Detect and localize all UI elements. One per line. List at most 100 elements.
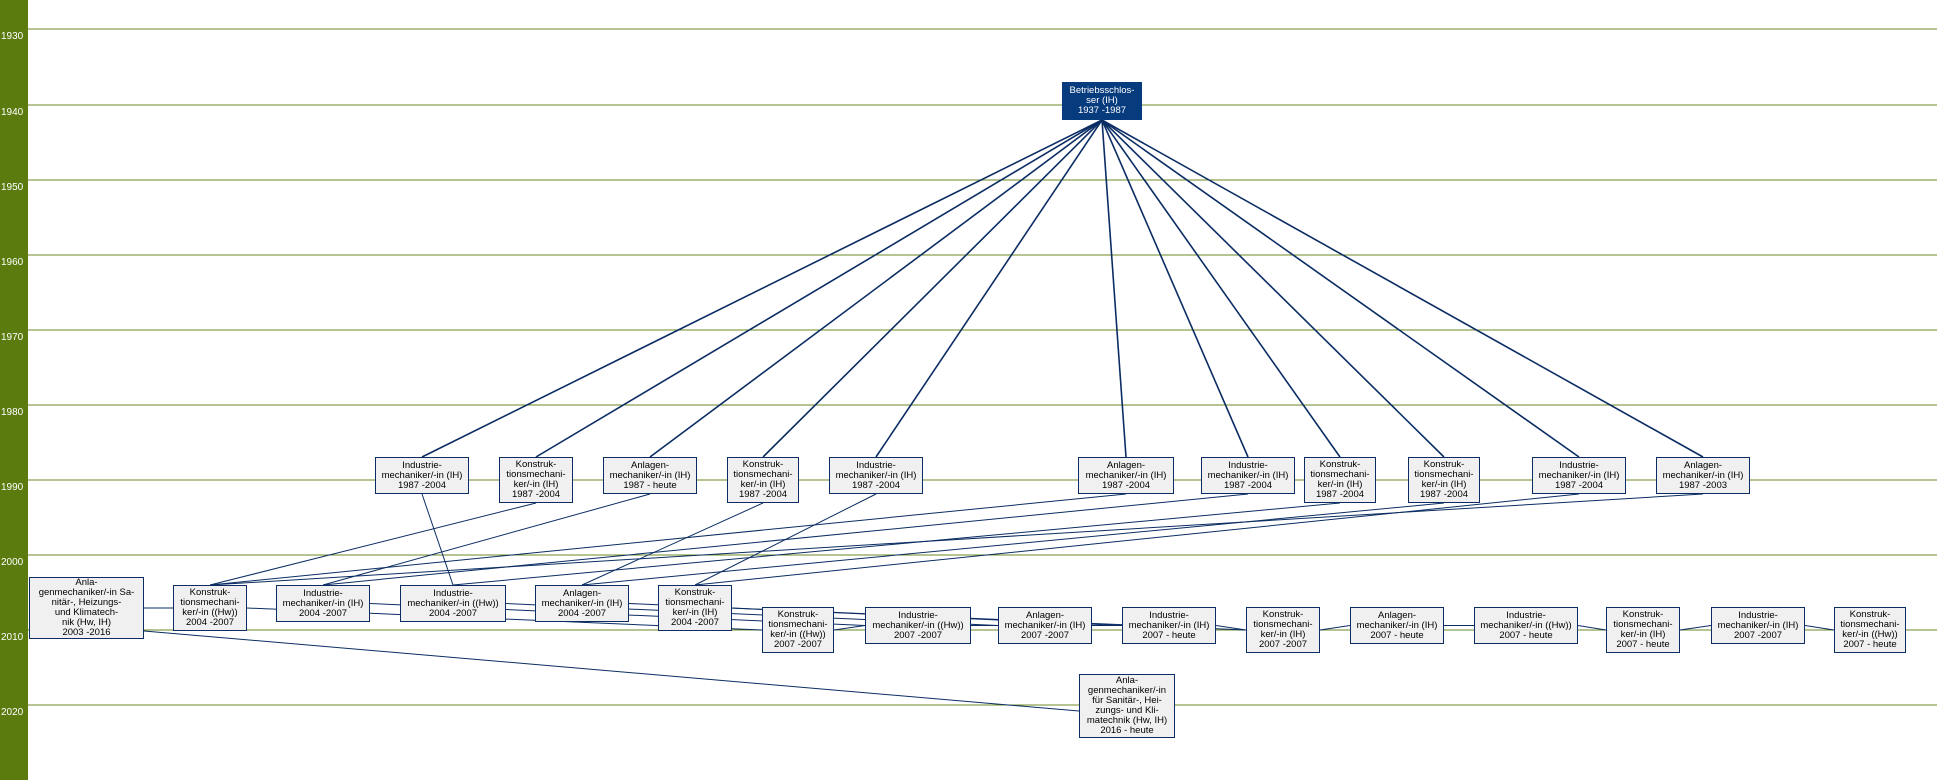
year-label-1940: 1940	[1, 107, 24, 118]
node-text-line: Anlagen-	[1683, 459, 1723, 471]
year-label-1990: 1990	[1, 482, 24, 493]
edge-b0-d1	[143, 630, 1080, 712]
edge-root-a2	[535, 119, 1103, 458]
occupation-node-c6[interactable]: Anlagen-mechaniker/-in (IH)2007 - heute	[1350, 607, 1444, 644]
occupation-node-c9[interactable]: Industrie-mechaniker/-in (IH)2007 -2007	[1711, 607, 1805, 644]
node-text-line: tionsmechani-	[1840, 619, 1900, 630]
node-text-line: ker/-in ((Hw))	[182, 607, 238, 618]
occupation-node-b1[interactable]: Konstruk-tionsmechani-ker/-in ((Hw))2004…	[173, 585, 247, 631]
node-text-line: mechaniker/-in (IH)	[541, 597, 623, 609]
occupation-node-a5[interactable]: Industrie-mechaniker/-in (IH)1987 -2004	[829, 457, 923, 494]
occupation-node-b5[interactable]: Konstruk-tionsmechani-ker/-in (IH)2004 -…	[658, 585, 732, 631]
node-text-line: Industrie-	[1149, 609, 1189, 621]
edge-a8-b3	[452, 502, 1341, 586]
node-text-line: Konstruk-	[1622, 609, 1664, 620]
node-text-line: Industrie-	[1228, 459, 1268, 471]
node-text-line: nitär-, Heizungs-	[51, 597, 122, 608]
occupation-node-c7[interactable]: Industrie-mechaniker/-in ((Hw))2007 - he…	[1474, 607, 1578, 644]
node-text-line: Konstruk-	[189, 587, 231, 598]
edge-a9-b4	[581, 502, 1445, 586]
occupation-node-b2[interactable]: Industrie-mechaniker/-in (IH)2004 -2007	[276, 585, 370, 622]
occupation-node-c3[interactable]: Anlagen-mechaniker/-in (IH)2007 -2007	[998, 607, 1092, 644]
occupation-node-a3[interactable]: Anlagen-mechaniker/-in (IH)1987 - heute	[603, 457, 697, 494]
edge-root-a3	[649, 119, 1103, 458]
year-label-1980: 1980	[1, 407, 24, 418]
node-text-line: mechaniker/-in (IH)	[381, 469, 463, 481]
node-text-line: mechaniker/-in (IH)	[1207, 469, 1289, 481]
occupation-node-c5[interactable]: Konstruk-tionsmechani-ker/-in (IH)2007 -…	[1246, 607, 1320, 653]
occupation-node-b0[interactable]: Anla-genmechaniker/-in Sa-nitär-, Heizun…	[29, 577, 144, 639]
node-text-line: Betriebsschlos-	[1069, 85, 1135, 96]
edge-c5-c6	[1319, 625, 1351, 631]
node-text-line: 2007 - heute	[1843, 639, 1897, 650]
node-text-line: tionsmechani-	[768, 619, 828, 630]
node-text-line: 2007 - heute	[1370, 629, 1424, 641]
node-text-line: Anla-	[75, 577, 98, 588]
occupation-node-c8[interactable]: Konstruk-tionsmechani-ker/-in (IH)2007 -…	[1606, 607, 1680, 653]
node-text-line: 2007 -2007	[1733, 629, 1783, 641]
node-text-line: 1987 -2004	[1419, 489, 1469, 500]
node-text-line: ker/-in (IH)	[1421, 479, 1467, 490]
node-text-line: 1987 - heute	[623, 479, 677, 491]
node-text-line: 2004 -2007	[557, 607, 607, 619]
node-text-line: Industrie-	[898, 609, 938, 621]
occupation-node-root[interactable]: Betriebsschlos-ser (IH)1937 -1987	[1062, 82, 1142, 120]
node-text-line: mechaniker/-in (IH)	[1085, 469, 1167, 481]
edge-root-a8	[1101, 119, 1341, 458]
node-text-line: matechnik (Hw, IH)	[1086, 715, 1168, 726]
year-label-2020: 2020	[1, 707, 24, 718]
edge-root-a6	[1101, 119, 1127, 458]
node-text-line: ker/-in (IH)	[672, 607, 718, 618]
node-text-line: 2003 -2016	[62, 627, 111, 638]
node-text-line: Konstruk-	[742, 459, 784, 470]
occupation-node-a1[interactable]: Industrie-mechaniker/-in (IH)1987 -2004	[375, 457, 469, 494]
edge-c1-c2	[833, 625, 866, 631]
node-text-line: tionsmechani-	[1253, 619, 1313, 630]
node-text-line: tionsmechani-	[1613, 619, 1673, 630]
node-text-line: mechaniker/-in ((Hw))	[1480, 619, 1572, 631]
node-text-line: 2007 - heute	[1616, 639, 1670, 650]
edge-a2-b1	[209, 502, 537, 586]
edge-a6-b1	[209, 493, 1127, 586]
occupation-node-b3[interactable]: Industrie-mechaniker/-in ((Hw))2004 -200…	[400, 585, 506, 622]
node-text-line: 2007 -2007	[773, 639, 823, 650]
node-text-line: 2004 -2007	[185, 617, 235, 628]
occupation-node-a10[interactable]: Industrie-mechaniker/-in (IH)1987 -2004	[1532, 457, 1626, 494]
occupation-node-a6[interactable]: Anlagen-mechaniker/-in (IH)1987 -2004	[1078, 457, 1174, 494]
occupation-node-b4[interactable]: Anlagen-mechaniker/-in (IH)2004 -2007	[535, 585, 629, 622]
occupation-node-c2[interactable]: Industrie-mechaniker/-in ((Hw))2007 -200…	[865, 607, 971, 644]
occupation-node-c10[interactable]: Konstruk-tionsmechani-ker/-in ((Hw))2007…	[1834, 607, 1906, 653]
node-text-line: Konstruk-	[1849, 609, 1891, 620]
node-text-line: 2007 - heute	[1142, 629, 1196, 641]
node-text-line: 1987 -2004	[851, 479, 901, 491]
year-label-1970: 1970	[1, 332, 24, 343]
occupation-node-a8[interactable]: Konstruk-tionsmechani-ker/-in (IH)1987 -…	[1304, 457, 1376, 503]
occupation-node-c4[interactable]: Industrie-mechaniker/-in (IH)2007 - heut…	[1122, 607, 1216, 644]
node-text-line: ser (IH)	[1086, 95, 1118, 106]
node-text-line: Konstruk-	[1423, 459, 1465, 470]
node-text-line: für Sanitär-, Hei-	[1092, 695, 1162, 706]
node-text-line: Industrie-	[1738, 609, 1778, 621]
node-text-line: ker/-in (IH)	[740, 479, 786, 490]
node-text-line: genmechaniker/-in	[1087, 685, 1167, 696]
node-text-line: 1987 -2004	[1101, 479, 1151, 491]
node-text-line: ker/-in (IH)	[1260, 629, 1306, 640]
occupation-node-a7[interactable]: Industrie-mechaniker/-in (IH)1987 -2004	[1201, 457, 1295, 494]
occupation-node-a11[interactable]: Anlagen-mechaniker/-in (IH)1987 -2003	[1656, 457, 1750, 494]
node-text-line: Anlagen-	[1025, 609, 1065, 621]
edge-root-a9	[1101, 119, 1445, 458]
edge-root-a5	[875, 119, 1103, 458]
node-text-line: mechaniker/-in (IH)	[1717, 619, 1799, 631]
occupation-node-a9[interactable]: Konstruk-tionsmechani-ker/-in (IH)1987 -…	[1408, 457, 1480, 503]
node-text-line: mechaniker/-in ((Hw))	[407, 597, 499, 609]
node-text-line: 1987 -2004	[1223, 479, 1273, 491]
node-text-line: tionsmechani-	[180, 597, 240, 608]
node-text-line: Anlagen-	[1377, 609, 1417, 621]
occupation-node-a4[interactable]: Konstruk-tionsmechani-ker/-in (IH)1987 -…	[727, 457, 799, 503]
edge-c9-c10	[1804, 625, 1835, 631]
node-text-line: 2004 -2007	[428, 607, 478, 619]
occupation-node-c1[interactable]: Konstruk-tionsmechani-ker/-in ((Hw))2007…	[762, 607, 834, 653]
year-label-2010: 2010	[1, 632, 24, 643]
occupation-node-a2[interactable]: Konstruk-tionsmechani-ker/-in (IH)1987 -…	[499, 457, 573, 503]
